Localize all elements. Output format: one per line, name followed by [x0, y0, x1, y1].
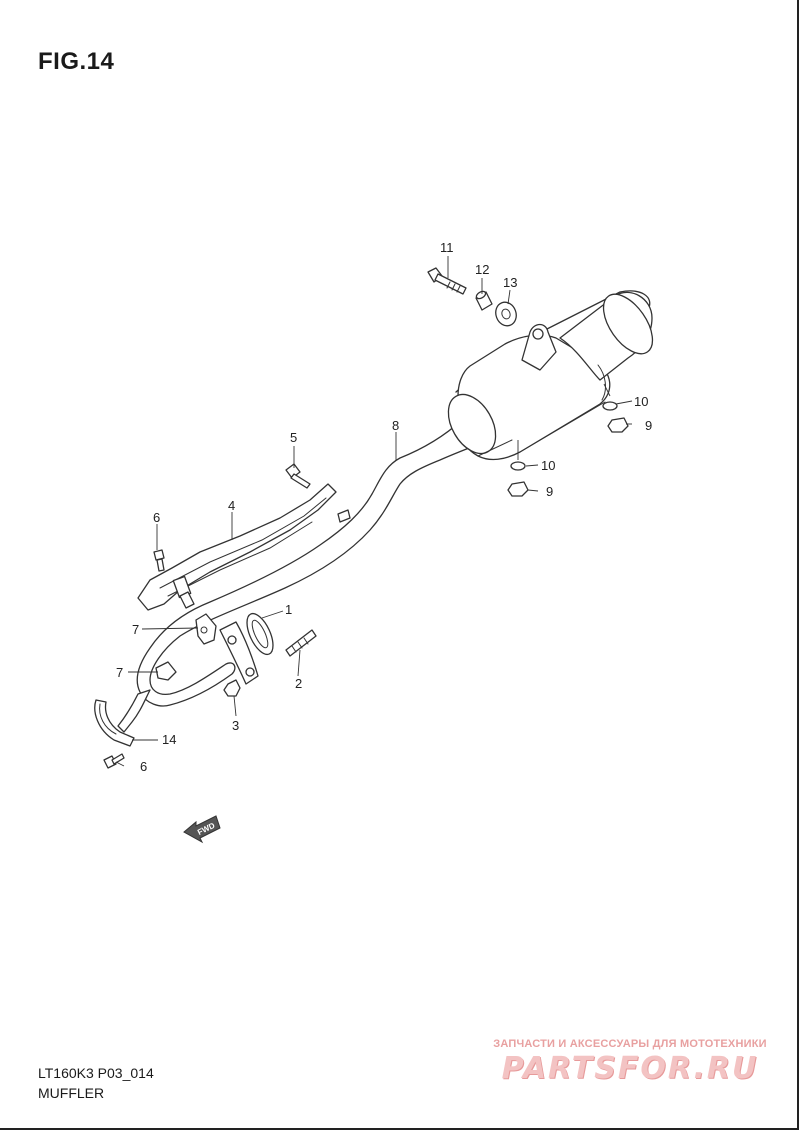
- callout-5: 5: [290, 430, 297, 445]
- muffler-outlet: [602, 293, 654, 355]
- drain-washer-lower: [510, 461, 526, 471]
- callout-10-lower: 10: [541, 458, 555, 473]
- figure-caption: LT160K3 P03_014 MUFFLER: [38, 1063, 154, 1103]
- forward-direction-arrow: FWD: [183, 815, 221, 844]
- heat-protector: [137, 483, 351, 611]
- watermark-tagline: ЗАПЧАСТИ И АКСЕССУАРЫ ДЛЯ МОТОТЕХНИКИ: [493, 1038, 767, 1050]
- callout-7-upper: 7: [132, 622, 139, 637]
- callout-6-upper: 6: [153, 510, 160, 525]
- pipe-clamp-upper: [195, 613, 217, 645]
- watermark-brand: PARTSFOR.RU: [501, 1051, 759, 1086]
- stud-bolt: [285, 629, 317, 657]
- protector-screw-upper-shank: [156, 558, 165, 572]
- callout-9-lower: 9: [546, 484, 553, 499]
- heat-protector-tab: [179, 591, 195, 609]
- fwd-arrow-icon: [183, 815, 221, 844]
- lower-heat-shield: [94, 699, 135, 747]
- callout-7-lower: 7: [116, 665, 123, 680]
- callout-14: 14: [162, 732, 176, 747]
- flange-hole-upper: [227, 635, 237, 645]
- heat-protector-rib-2: [167, 521, 313, 597]
- callout-labels: 1 2 3 4 5 6 6 7 7 8 9 9 10 10 11 12 13 1…: [116, 240, 652, 774]
- drain-washer-right: [602, 401, 618, 411]
- callout-10-right: 10: [634, 394, 648, 409]
- callout-3: 3: [232, 718, 239, 733]
- figure-title: FIG.14: [38, 48, 115, 75]
- callout-11: 11: [440, 240, 454, 255]
- heat-protector-end-tab: [337, 509, 351, 523]
- mount-cushion: [495, 301, 517, 327]
- model-code: LT160K3 P03_014: [38, 1065, 154, 1081]
- exhaust-pipe-tail: [117, 689, 151, 733]
- shield-screw-lower-shank: [111, 753, 125, 765]
- leader-lines: [115, 256, 633, 767]
- callout-9-right: 9: [645, 418, 652, 433]
- muffler-seam: [477, 401, 606, 457]
- protector-bolt-head: [285, 463, 301, 479]
- drain-plug-lower: [507, 481, 529, 497]
- section-name: MUFFLER: [38, 1085, 105, 1101]
- muffler-mount-hole: [532, 328, 544, 340]
- pipe-clamp-lower: [155, 661, 177, 681]
- muffler-band: [597, 364, 606, 401]
- callout-13: 13: [503, 275, 517, 290]
- watermark: ЗАПЧАСТИ И АКСЕССУАРЫ ДЛЯ МОТОТЕХНИКИ PA…: [470, 1038, 790, 1086]
- heat-protector-plate: [137, 483, 337, 611]
- drain-plug-right: [607, 417, 629, 433]
- callout-1: 1: [285, 602, 292, 617]
- callout-12: 12: [475, 262, 489, 277]
- callout-6-lower: 6: [140, 759, 147, 774]
- callout-8: 8: [392, 418, 399, 433]
- muffler-mount-bracket: [521, 323, 557, 371]
- protector-screw-upper-head: [153, 549, 165, 561]
- exhaust-gasket: [246, 612, 274, 656]
- callout-2: 2: [295, 676, 302, 691]
- exhaust-pipe: [136, 419, 489, 707]
- protector-bolt-shank: [290, 473, 311, 489]
- exhaust-nut: [223, 679, 241, 697]
- muffler-assembly: [117, 290, 654, 733]
- heat-protector-rib: [159, 497, 327, 589]
- flange-hole-lower: [245, 667, 255, 677]
- callout-4: 4: [228, 498, 235, 513]
- muffler-mount-bolt-shank: [434, 273, 467, 295]
